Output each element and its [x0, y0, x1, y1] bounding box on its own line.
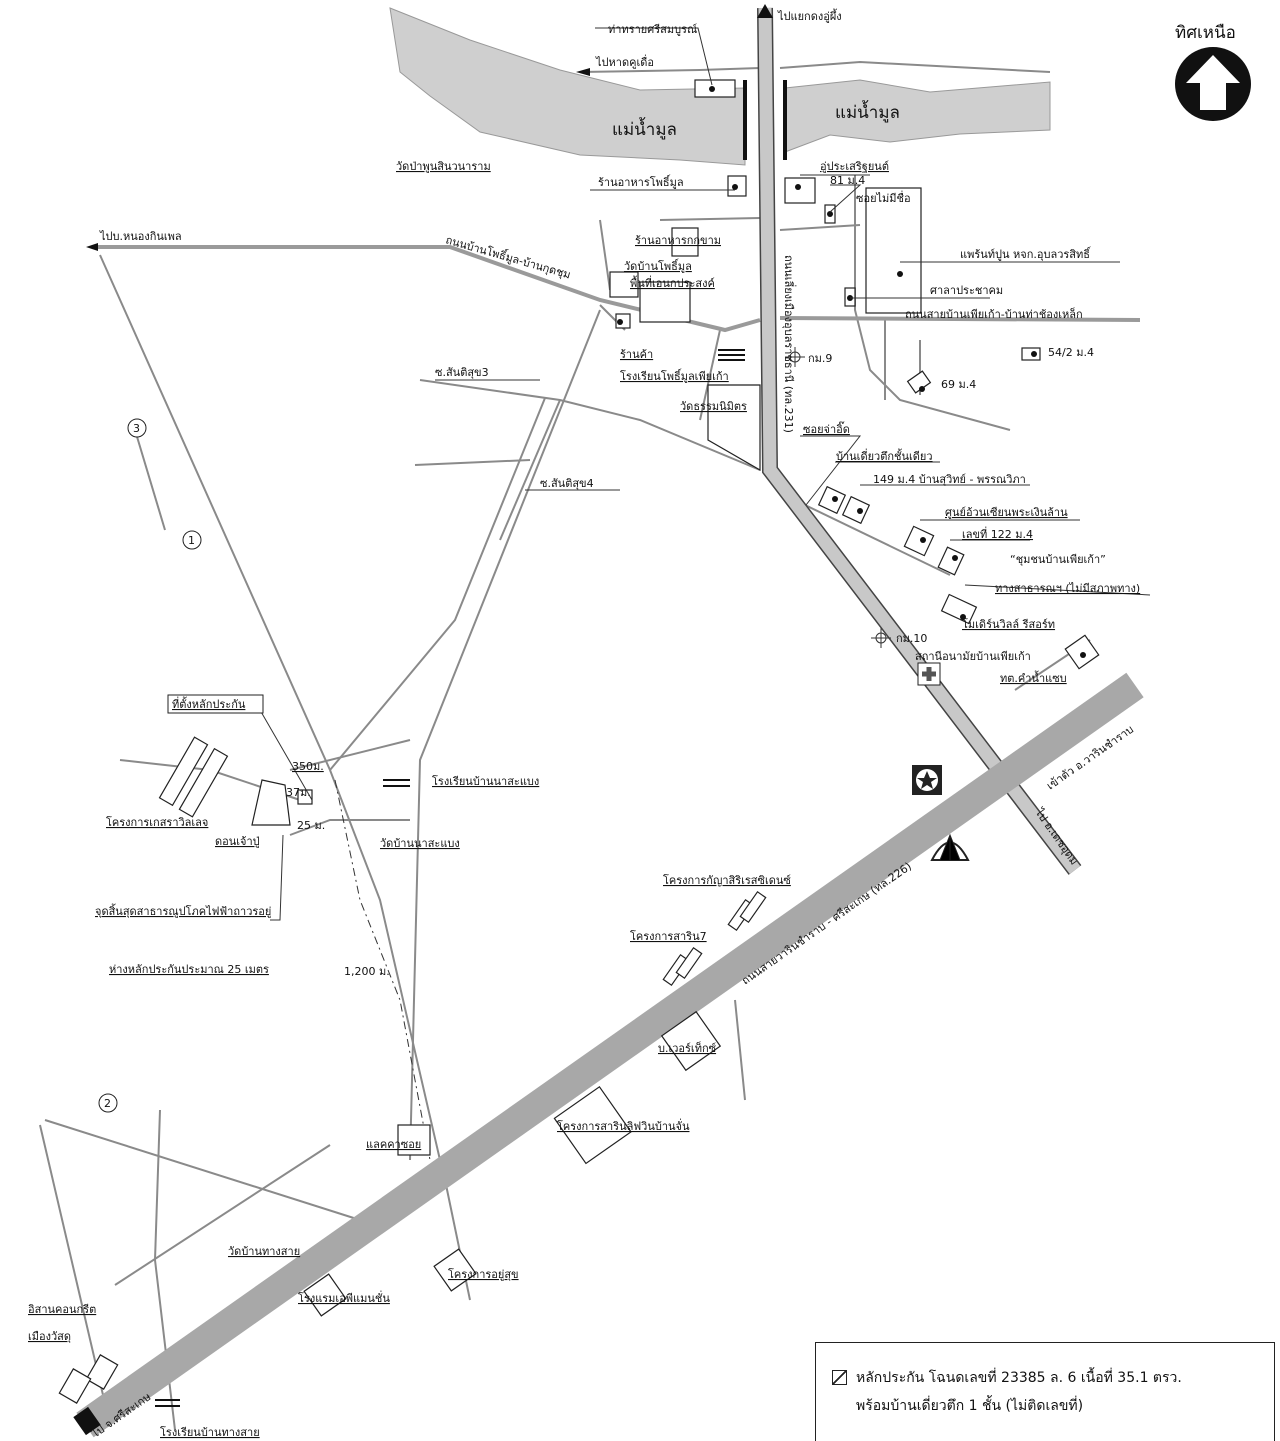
label-to-khongchiam: ไปแยกดงอู่ผึ้ง: [777, 8, 842, 23]
label-d350: 350ม.: [292, 760, 324, 773]
label-d1200: 1,200 ม.: [344, 965, 390, 978]
river-east: [784, 79, 1051, 153]
label-house1: บ้านเดี่ยวตึกชั้นเดียว: [836, 448, 933, 463]
label-hotel: โรงแรมเอพีแมนชั่น: [298, 1290, 390, 1305]
road-hwy231-fill: [758, 7, 1081, 874]
label-road-phomun: ถนนบ้านโพธิ์มูล-บ้านกุดชุม: [444, 231, 573, 281]
label-collateral-site: ที่ตั้งหลักประกัน: [172, 696, 246, 711]
label-km10: กม.10: [896, 632, 927, 645]
north-label: ทิศเหนือ: [1175, 23, 1236, 43]
label-sarin7: โครงการสาริน7: [630, 929, 707, 943]
arrow-nongkinphen: [86, 243, 98, 251]
road-phomun-kutchum: [95, 245, 761, 333]
label-tha-sai: ท่าทรายศรีสมบูรณ์: [608, 23, 697, 36]
label-soi4: ซ.สันติสุข4: [540, 477, 594, 490]
legend-line1: หลักประกัน โฉนดเลขที่ 23385 ล. 6 เนื้อที…: [856, 1370, 1182, 1386]
label-wat-thammanimit: วัดธรรมนิมิตร: [680, 400, 747, 413]
label-no149: 149 ม.4 บ้านสุวิทย์ - พรรณวิภา: [873, 473, 1026, 486]
label-n1: 1: [188, 534, 195, 547]
buildings: [58, 79, 1100, 1404]
label-no81: 81 ม.4: [830, 174, 865, 187]
label-n3: 3: [133, 422, 140, 435]
label-health: สถานีอนามัยบ้านเพียเก้า: [915, 650, 1031, 663]
label-isan-concrete: อิสานคอนกรีต: [28, 1303, 97, 1316]
label-sala: ศาลาประชาคม: [930, 284, 1003, 297]
label-uan-center: ศูนย์อ้วนเซียนพระเงินล้าน: [945, 506, 1068, 519]
label-no122: เลขที่ 122 ม.4: [962, 526, 1033, 541]
arrow-hatkhuduea: [576, 68, 590, 76]
label-don-chaopu: ดอนเจ้าปู่: [215, 835, 260, 848]
arrow-north-end: [757, 4, 773, 18]
label-power-note1: จุดสิ้นสุดสาธารณูปโภคไฟฟ้าถาวรอยู่: [95, 903, 271, 918]
label-muang-watsadu: เมืองวัสดุ: [28, 1330, 71, 1343]
school-icon: [155, 349, 745, 1407]
label-river-right: แม่น้ำมูล: [835, 100, 900, 123]
label-weerateck: บ.เวอร์เท็กซ์: [658, 1041, 717, 1055]
label-hwy231: ถนนเลี่ยงเมืองอุบลราชธานี (ทล.231): [782, 255, 797, 433]
label-rest-phomun: ร้านอาหารโพธิ์มูล: [598, 174, 684, 189]
label-soi3: ซ.สันติสุข3: [435, 366, 489, 379]
label-shop: ร้านค้า: [620, 348, 653, 361]
label-soi-noname: ซอยไม่มีชื่อ: [856, 190, 911, 205]
legend-line2: พร้อมบ้านเดี่ยวตึก 1 ชั้น (ไม่ติดเลขที่): [856, 1398, 1084, 1414]
label-wat-na: วัดบ้านนาสะแบง: [380, 837, 460, 850]
leader-lines: [259, 27, 1151, 921]
label-kaset: โครงการเกสราวิลเลจ: [106, 815, 208, 829]
health-center-icon: [917, 662, 941, 686]
label-sarin-bancha: โครงการสารินลิฟวินบ้านจั่น: [557, 1118, 690, 1133]
label-kanya: โครงการกัญาสิริเรสซิเดนซ์: [663, 873, 791, 887]
north-arrow-icon: [1175, 47, 1251, 121]
label-power-note2: ห่างหลักประกันประมาณ 25 เมตร: [109, 963, 269, 976]
label-rest-kokkham: ร้านอาหารกกขาม: [635, 234, 721, 247]
river-west: [389, 7, 746, 166]
minor-roads: [39, 60, 1091, 1431]
road-end-marker: [73, 1406, 101, 1436]
label-resort: โมเดิร์นวิลล์ รีสอร์ท: [962, 617, 1055, 631]
road-phiakao: [779, 316, 1141, 322]
label-wat-thangsai: วัดบ้านทางสาย: [228, 1245, 300, 1258]
km-marker-icon: [785, 347, 891, 648]
collateral-hatch-icon: [832, 1370, 847, 1385]
dashed-route: [334, 779, 431, 1161]
label-lert: แลคคาซอย: [366, 1138, 421, 1151]
shell-icon: [930, 833, 970, 861]
label-soi-jajid: ซอยจ่าอิ๊ด: [803, 421, 850, 436]
label-wat-pa: วัดป่าพูนสินวนาราม: [396, 160, 491, 173]
road-hwy226: [76, 672, 1144, 1438]
label-community: “ชุมชนบ้านเพียเก้า”: [1010, 553, 1106, 566]
label-km9: กม.9: [808, 352, 832, 365]
label-school-phomun: โรงเรียนโพธิ์มูลเพียเก้า: [620, 368, 729, 383]
label-d37: 37ม.: [286, 786, 311, 799]
label-school-na: โรงเรียนบ้านนาสะแบง: [432, 774, 539, 788]
label-school-thangsai: โรงเรียนบ้านทางสาย: [160, 1425, 260, 1439]
label-tambon: ทต.คำน้ำแซบ: [1000, 670, 1067, 685]
label-yusuk: โครงการอยู่สุข: [448, 1267, 519, 1281]
label-wat-phomun: วัดบ้านโพธิ์มูล: [624, 258, 692, 273]
label-garage: อู่ประเสริฐยนต์: [820, 160, 889, 173]
label-multi-area: พื้นที่เอนกประสงค์: [630, 275, 715, 290]
label-no54: 54/2 ม.4: [1048, 346, 1094, 359]
label-to-hatkhuduea: ไปหาดคูเดื่อ: [595, 54, 654, 69]
label-to-nongkinphen: ไปบ.หนองกินเพล: [99, 230, 182, 243]
legend: หลักประกัน โฉนดเลขที่ 23385 ล. 6 เนื้อที…: [815, 1342, 1275, 1441]
route-number-markers: [98, 418, 202, 1113]
label-plant: แพร้นท์ปูน หจก.อุบลวรสิทธิ์: [960, 246, 1092, 261]
gas-station-star-icon: [912, 765, 942, 795]
collateral-callout-box: [167, 694, 264, 714]
label-no69: 69 ม.4: [941, 378, 976, 391]
label-d25: 25 ม.: [297, 819, 325, 832]
label-river-left: แม่น้ำมูล: [612, 117, 677, 140]
label-public-path: ทางสาธารณฯ (ไม่มีสภาพทาง): [995, 582, 1140, 595]
label-road-phiakao: ถนนสายบ้านเพียเก้า-บ้านท่าช้องเหล็ก: [905, 307, 1083, 321]
label-n2: 2: [104, 1097, 111, 1110]
bridge: [743, 80, 787, 160]
